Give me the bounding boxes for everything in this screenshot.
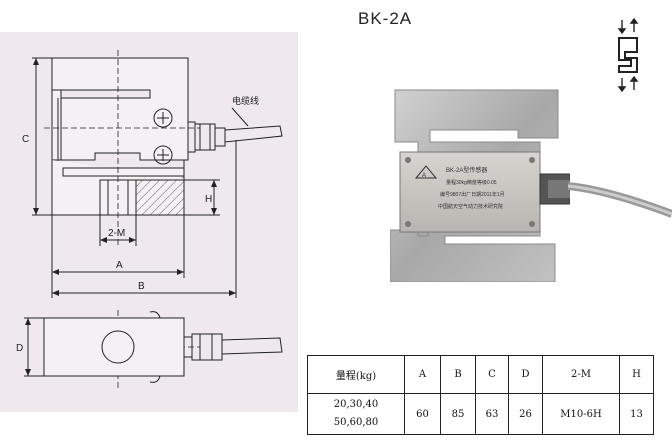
- dim-c-label: C: [22, 134, 29, 145]
- top-view-hole: [101, 330, 135, 364]
- technical-drawing: 电缆线 C H 2-M A B D: [16, 50, 283, 390]
- technical-drawing-panel: 电缆线 C H 2-M A B D: [0, 32, 298, 412]
- plate-line-1: BK-2A型传感器: [446, 166, 487, 174]
- value-h: 13: [619, 393, 654, 435]
- range-line-1: 20,30,40: [333, 399, 379, 410]
- value-c: 63: [475, 393, 509, 435]
- force-direction-icon: [617, 18, 639, 92]
- dim-b-label: B: [138, 281, 145, 292]
- header-b: B: [440, 355, 476, 394]
- range-cell: 20,30,40 50,60,80: [307, 393, 405, 435]
- screw-bottom: [153, 145, 173, 165]
- load-cell-body-outline: [51, 57, 189, 161]
- header-range: 量程(kg): [307, 355, 405, 394]
- dim-d-label: D: [16, 343, 23, 354]
- cable-photo: [568, 182, 672, 218]
- value-b: 85: [440, 393, 476, 435]
- value-2m: M10-6H: [542, 393, 620, 435]
- header-2m: 2-M: [542, 355, 620, 394]
- top-view-body: [43, 317, 185, 377]
- plate-line-2: 量程30kg精度等级0.05: [446, 179, 497, 186]
- range-line-2: 50,60,80: [333, 417, 379, 428]
- plate-line-4: 中国航天空气动力技术研究院: [438, 203, 503, 210]
- model-title: BK-2A: [358, 9, 413, 28]
- screw-top: [153, 108, 173, 128]
- header-h: H: [619, 355, 654, 394]
- header-c: C: [475, 355, 509, 394]
- dim-2m-label: 2-M: [108, 228, 125, 239]
- value-a: 60: [404, 393, 441, 435]
- dim-h-label: H: [205, 194, 212, 205]
- svg-text:A: A: [422, 173, 426, 179]
- cable-label: 电缆线: [232, 95, 259, 106]
- plate-line-3: 编号9807出厂日期2011年1月: [440, 191, 505, 198]
- cable: [224, 125, 283, 143]
- value-d: 26: [508, 393, 543, 435]
- header-a: A: [404, 355, 441, 394]
- dim-a-label: A: [116, 260, 123, 271]
- spec-table: 量程(kg) A B C D 2-M H 20,30,40 50,60,80 6…: [307, 355, 654, 435]
- load-cell-photo: A BK-2A型传感器 量程30kg精度等级0.05 编号9807出厂日期201…: [390, 89, 570, 282]
- header-d: D: [508, 355, 543, 394]
